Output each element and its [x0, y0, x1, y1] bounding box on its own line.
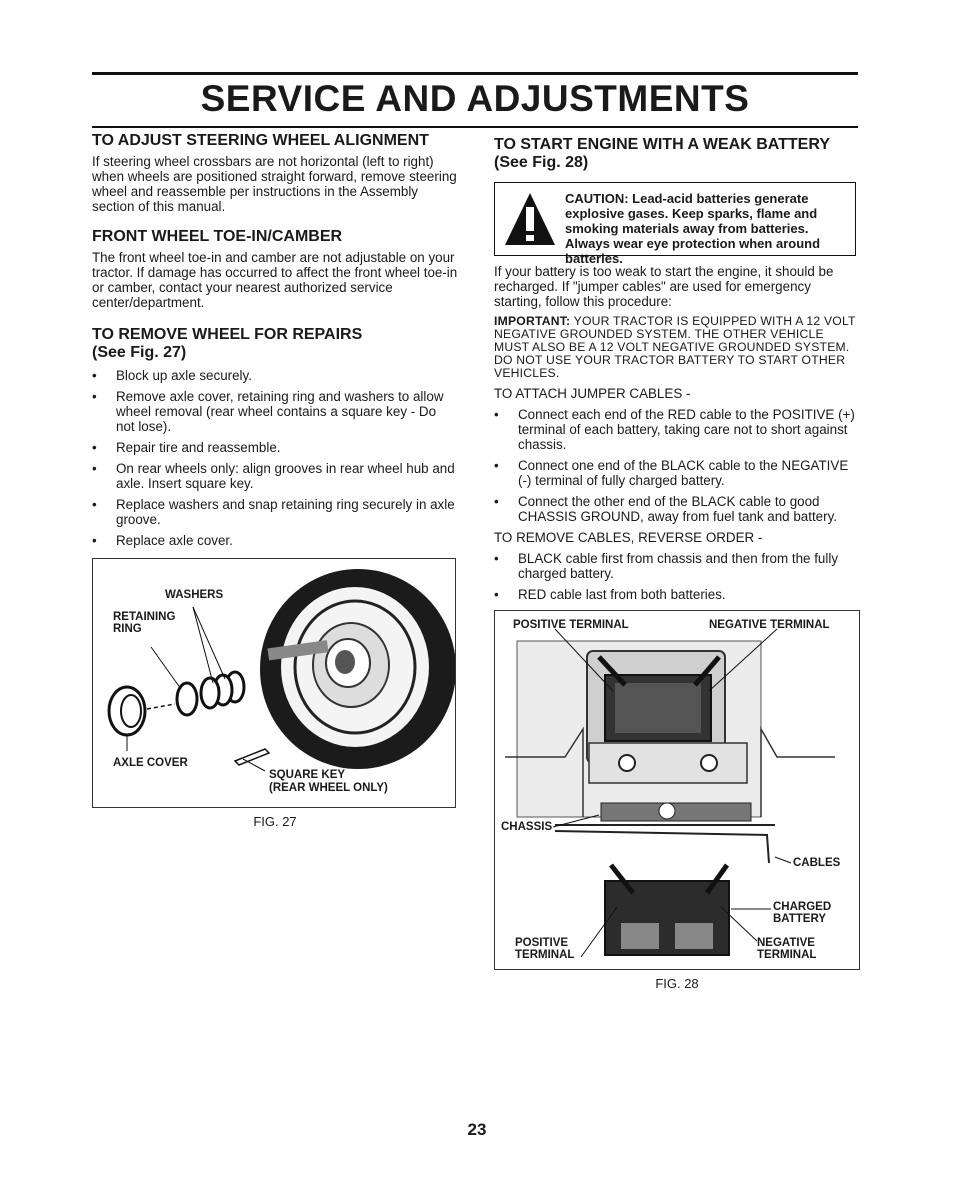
battery-intro: If your battery is too weak to start the… — [494, 264, 834, 309]
attach-heading: TO ATTACH JUMPER CABLES - — [494, 386, 691, 401]
header-rule-top — [92, 72, 858, 75]
important-text: YOUR TRACTOR IS EQUIPPED WITH A 12 VOLT … — [494, 314, 856, 380]
label-cables: CABLES — [793, 857, 841, 869]
list-item: Connect each end of the RED cable to the… — [494, 407, 860, 452]
list-item: Replace washers and snap retaining ring … — [92, 497, 458, 527]
remove-wheel-subheading: (See Fig. 27) — [92, 344, 187, 361]
label-axle-cover: AXLE COVER — [113, 757, 188, 769]
toein-body: The front wheel toe-in and camber are no… — [92, 250, 458, 310]
label-retaining-ring-2: RING — [113, 623, 142, 635]
page-title: SERVICE AND ADJUSTMENTS — [200, 78, 750, 119]
label-positive-terminal-bottom-1: POSITIVE — [515, 937, 569, 949]
label-square-key-1: SQUARE KEY — [269, 769, 346, 781]
figure-27: WASHERS RETAINING RING AXLE COVER SQUARE… — [92, 558, 458, 829]
remove-wheel-section: TO REMOVE WHEEL FOR REPAIRS (See Fig. 27… — [92, 326, 458, 548]
remove-wheel-steps: Block up axle securely. Remove axle cove… — [92, 368, 458, 548]
list-item: Connect the other end of the BLACK cable… — [494, 494, 860, 524]
important-label: IMPORTANT: — [494, 314, 571, 328]
caution-box: CAUTION: Lead-acid batteries generate ex… — [494, 182, 856, 266]
warning-icon — [503, 191, 565, 250]
wheel-diagram — [107, 569, 455, 772]
label-chassis: CHASSIS — [501, 821, 553, 833]
label-retaining-ring-1: RETAINING — [113, 611, 176, 623]
label-square-key-2: (REAR WHEEL ONLY) — [269, 782, 388, 794]
figure-27-caption: FIG. 27 — [253, 814, 297, 829]
label-negative-terminal-top: NEGATIVE TERMINAL — [709, 619, 830, 631]
label-charged-battery-1: CHARGED — [773, 901, 832, 913]
label-positive-terminal-top: POSITIVE TERMINAL — [513, 619, 629, 631]
battery-heading: TO START ENGINE WITH A WEAK BATTERY — [494, 136, 830, 153]
label-charged-battery-2: BATTERY — [773, 913, 827, 925]
left-column: TO ADJUST STEERING WHEEL ALIGNMENT If st… — [92, 132, 458, 829]
list-item: On rear wheels only: align grooves in re… — [92, 461, 458, 491]
steering-body: If steering wheel crossbars are not hori… — [92, 154, 457, 214]
header-rule-bottom — [92, 126, 858, 128]
label-positive-terminal-bottom-2: TERMINAL — [515, 949, 575, 961]
remove-cables-heading: TO REMOVE CABLES, REVERSE ORDER - — [494, 530, 763, 545]
page-number: 23 — [467, 1120, 487, 1139]
label-negative-terminal-bottom-2: TERMINAL — [757, 949, 817, 961]
important-note: IMPORTANT: YOUR TRACTOR IS EQUIPPED WITH… — [494, 315, 860, 380]
figure-28: POSITIVE TERMINAL NEGATIVE TERMINAL CHAS… — [494, 610, 860, 991]
remove-cables-steps: BLACK cable first from chassis and then … — [494, 551, 860, 602]
list-item: Block up axle securely. — [92, 368, 458, 383]
caution-text: CAUTION: Lead-acid batteries generate ex… — [565, 191, 821, 266]
remove-wheel-heading: TO REMOVE WHEEL FOR REPAIRS — [92, 326, 363, 343]
figure-28-caption: FIG. 28 — [655, 976, 699, 991]
list-item: RED cable last from both batteries. — [494, 587, 860, 602]
figure-27-box: WASHERS RETAINING RING AXLE COVER SQUARE… — [92, 558, 456, 808]
label-washers: WASHERS — [165, 589, 224, 601]
toein-section: FRONT WHEEL TOE-IN/CAMBER The front whee… — [92, 228, 458, 310]
toein-heading: FRONT WHEEL TOE-IN/CAMBER — [92, 228, 343, 245]
list-item: Replace axle cover. — [92, 533, 458, 548]
steering-section: TO ADJUST STEERING WHEEL ALIGNMENT If st… — [92, 132, 458, 214]
jumper-cable-diagram — [505, 628, 835, 958]
battery-subheading: (See Fig. 28) — [494, 154, 589, 171]
attach-steps: Connect each end of the RED cable to the… — [494, 407, 860, 524]
list-item: Connect one end of the BLACK cable to th… — [494, 458, 860, 488]
label-negative-terminal-bottom-1: NEGATIVE — [757, 937, 815, 949]
list-item: Remove axle cover, retaining ring and wa… — [92, 389, 458, 434]
list-item: BLACK cable first from chassis and then … — [494, 551, 860, 581]
figure-28-box: POSITIVE TERMINAL NEGATIVE TERMINAL CHAS… — [494, 610, 860, 970]
list-item: Repair tire and reassemble. — [92, 440, 458, 455]
steering-heading: TO ADJUST STEERING WHEEL ALIGNMENT — [92, 132, 429, 149]
right-column: TO START ENGINE WITH A WEAK BATTERY (See… — [494, 132, 860, 991]
